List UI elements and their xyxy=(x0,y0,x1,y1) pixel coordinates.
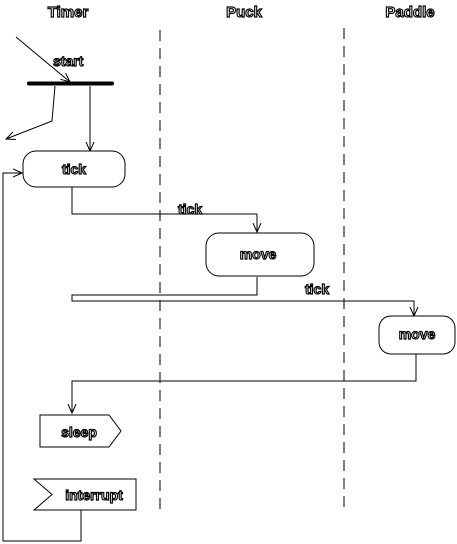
paddle-to-sleep-flow xyxy=(72,354,417,413)
timer-tick-node xyxy=(22,150,126,188)
start-label: start xyxy=(53,53,84,69)
tick-to-paddle-label: tick xyxy=(305,281,329,297)
fork-bar xyxy=(27,81,114,86)
interrupt-label: interrupt xyxy=(65,487,123,503)
start-arrow xyxy=(15,36,70,82)
puck-move-return-flow xyxy=(71,277,414,316)
interrupt-loop-flow xyxy=(2,173,82,542)
lane-title-timer: Timer xyxy=(48,4,89,21)
puck-move-node xyxy=(205,232,315,277)
tick-to-puck-flow xyxy=(71,187,257,232)
fork-side-arrow xyxy=(6,85,56,139)
interrupt-signal-node xyxy=(32,478,137,511)
paddle-move-node xyxy=(378,315,456,355)
paddle-move-label: move xyxy=(399,326,436,342)
sleep-signal-node xyxy=(39,414,122,448)
lane-title-paddle: Paddle xyxy=(385,4,434,21)
puck-move-label: move xyxy=(240,246,277,262)
sleep-label: sleep xyxy=(61,424,97,440)
timer-tick-label: tick xyxy=(62,161,86,177)
tick-to-puck-label: tick xyxy=(178,201,202,217)
lane-title-puck: Puck xyxy=(226,4,263,21)
